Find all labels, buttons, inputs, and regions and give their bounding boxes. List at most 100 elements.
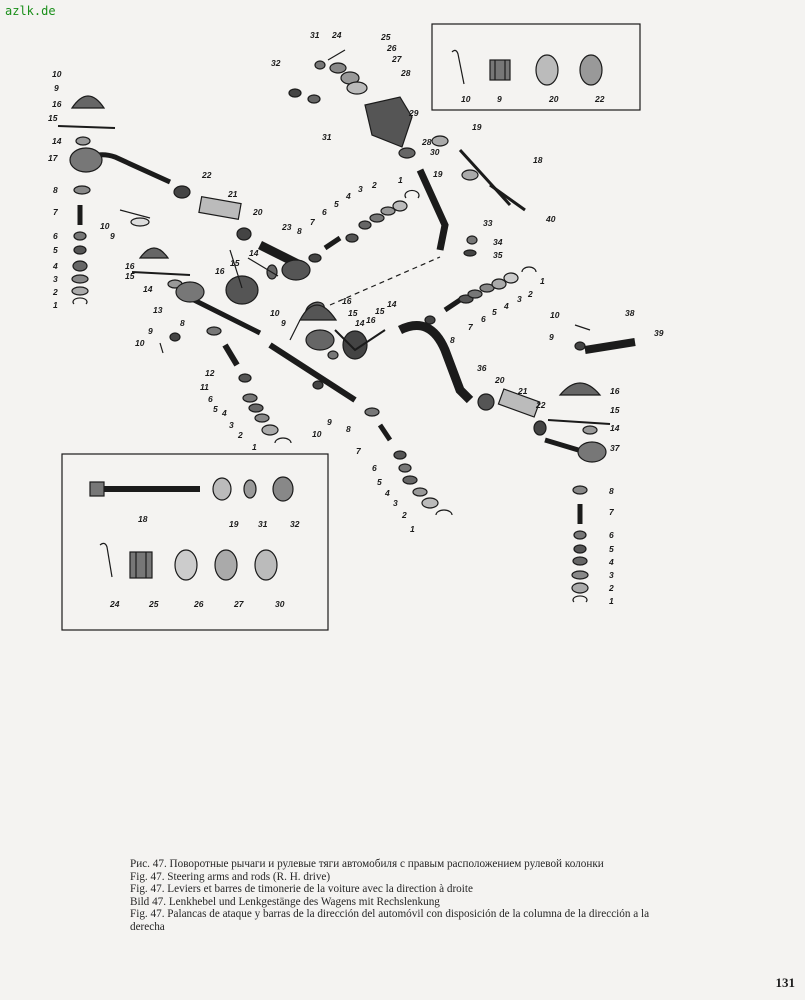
callout: 16 bbox=[52, 99, 62, 109]
washer-26 bbox=[174, 549, 198, 581]
callout: 16 bbox=[610, 386, 620, 396]
callout: 9 bbox=[497, 94, 502, 104]
callout: 16 bbox=[125, 261, 135, 271]
callout: 16 bbox=[215, 266, 225, 276]
cotter-pin bbox=[451, 49, 465, 85]
callout: 16 bbox=[366, 315, 376, 325]
callout: 34 bbox=[493, 237, 503, 247]
washer-27 bbox=[214, 549, 238, 581]
callout: 31 bbox=[258, 519, 268, 529]
callout: 10 bbox=[270, 308, 280, 318]
caption-french: Fig. 47. Leviers et barres de timonerie … bbox=[130, 883, 473, 896]
callout: 7 bbox=[310, 217, 316, 227]
callout: 20 bbox=[252, 207, 263, 217]
washer-30 bbox=[254, 549, 278, 581]
callout: 33 bbox=[483, 218, 493, 228]
callout: 3 bbox=[229, 420, 234, 430]
callout: 20 bbox=[494, 375, 505, 385]
caption-english: Fig. 47. Steering arms and rods (R. H. d… bbox=[130, 870, 331, 883]
callout: 21 bbox=[227, 189, 238, 199]
callout: 19 bbox=[229, 519, 239, 529]
page-number: 131 bbox=[775, 975, 796, 990]
watermark-logo: azlk.de bbox=[5, 4, 56, 18]
figure-captions: Рис. 47. Поворотные рычаги и рулевые тяг… bbox=[130, 858, 670, 934]
callout: 2 bbox=[608, 583, 614, 593]
callout: 6 bbox=[322, 207, 327, 217]
washer-icon bbox=[535, 54, 559, 86]
callout: 14 bbox=[52, 136, 62, 146]
callout: 26 bbox=[193, 599, 204, 609]
callout: 15 bbox=[230, 258, 240, 268]
callout: 22 bbox=[201, 170, 212, 180]
callout: 4 bbox=[221, 408, 227, 418]
callout: 28 bbox=[400, 68, 411, 78]
callout: 2 bbox=[237, 430, 243, 440]
callout: 4 bbox=[345, 191, 351, 201]
inset-frame-bottom-left bbox=[61, 453, 329, 631]
callout: 6 bbox=[372, 463, 377, 473]
callout: 14 bbox=[249, 248, 259, 258]
pitman-arm-38 bbox=[584, 338, 636, 354]
callout: 40 bbox=[545, 214, 556, 224]
sleeve-21 bbox=[198, 195, 242, 221]
callout: 22 bbox=[594, 94, 605, 104]
callout: 9 bbox=[281, 318, 286, 328]
callout: 14 bbox=[387, 299, 397, 309]
callout: 6 bbox=[208, 394, 213, 404]
callout: 24 bbox=[109, 599, 120, 609]
callout: 5 bbox=[334, 199, 339, 209]
callout: 2 bbox=[371, 180, 377, 190]
callout: 5 bbox=[377, 477, 382, 487]
callout: 1 bbox=[53, 300, 58, 310]
callout: 9 bbox=[549, 332, 554, 342]
caption-german: Bild 47. Lenkhebel und Lenkgestänge des … bbox=[130, 895, 440, 908]
callout: 14 bbox=[143, 284, 153, 294]
callout: 11 bbox=[200, 382, 209, 392]
callout: 15 bbox=[348, 308, 358, 318]
callout: 21 bbox=[517, 386, 528, 396]
callout: 8 bbox=[297, 226, 302, 236]
callout: 14 bbox=[610, 423, 620, 433]
callout: 24 bbox=[331, 30, 342, 40]
callout: 6 bbox=[481, 314, 486, 324]
callout: 7 bbox=[609, 507, 615, 517]
callout: 1 bbox=[410, 524, 415, 534]
callout: 8 bbox=[609, 486, 614, 496]
callout: 2 bbox=[52, 287, 58, 297]
callout: 5 bbox=[213, 404, 218, 414]
callout: 10 bbox=[550, 310, 560, 320]
nut-32 bbox=[272, 476, 294, 502]
callout: 14 bbox=[355, 318, 365, 328]
callout: 1 bbox=[540, 276, 545, 286]
callout: 26 bbox=[386, 43, 397, 53]
bolt-18 bbox=[89, 481, 200, 497]
callout: 20 bbox=[548, 94, 559, 104]
callout: 9 bbox=[54, 83, 59, 93]
callout: 35 bbox=[493, 250, 503, 260]
callout: 2 bbox=[527, 289, 533, 299]
callout: 30 bbox=[275, 599, 285, 609]
callout: 1 bbox=[609, 596, 614, 606]
callout: 6 bbox=[609, 530, 614, 540]
callout: 32 bbox=[290, 519, 300, 529]
bracket-29 bbox=[364, 96, 413, 148]
callout: 7 bbox=[356, 446, 362, 456]
callout: 9 bbox=[327, 417, 332, 427]
callout: 36 bbox=[477, 363, 487, 373]
callout: 39 bbox=[654, 328, 664, 338]
callout: 18 bbox=[533, 155, 543, 165]
callout: 19 bbox=[433, 169, 443, 179]
callout: 27 bbox=[233, 599, 245, 609]
callout: 7 bbox=[53, 207, 59, 217]
callout: 4 bbox=[608, 557, 614, 567]
castle-nut-25 bbox=[129, 551, 153, 579]
callout: 5 bbox=[609, 544, 614, 554]
callout: 5 bbox=[492, 307, 497, 317]
exploded-steering-diagram: 10 9 16 15 14 17 8 7 6 5 4 3 2 1 10 9 20… bbox=[48, 23, 664, 631]
callout: 3 bbox=[609, 570, 614, 580]
callout: 19 bbox=[472, 122, 482, 132]
cotter-pin-24 bbox=[99, 542, 113, 578]
washer-19 bbox=[212, 477, 232, 501]
washer-31 bbox=[243, 479, 257, 499]
callout: 5 bbox=[53, 245, 58, 255]
